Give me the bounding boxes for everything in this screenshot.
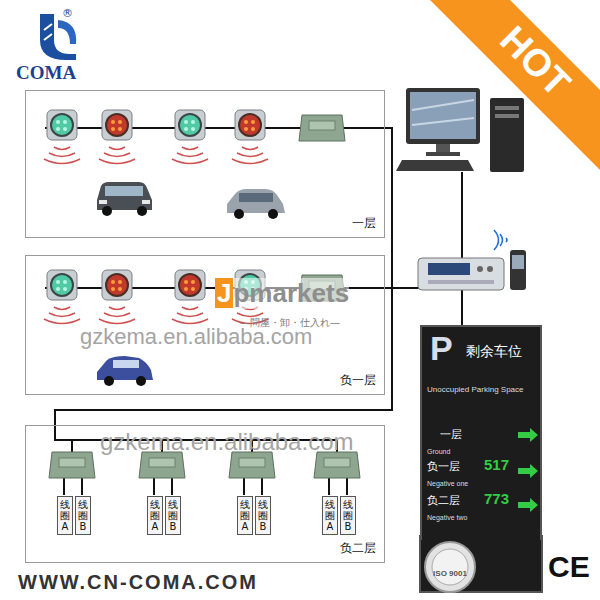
iso-seal (425, 542, 475, 592)
text-slot: gzkema.en.alibaba.com (100, 428, 353, 456)
floor-panel: 一层 (25, 90, 385, 238)
computer (396, 88, 524, 172)
registered-mark: ® (62, 7, 73, 20)
control-modules (49, 115, 360, 478)
text-slot: 517 (484, 455, 509, 474)
coil-box: 线圈B (165, 496, 181, 535)
text-slot: 773 (484, 489, 509, 508)
coil-label: 线圈B (78, 499, 88, 532)
sign-text: Negative two (427, 514, 467, 521)
hot-badge: HOT (491, 18, 578, 105)
coil-label: 线圈A (60, 499, 70, 532)
sign-text: 剩余车位 (466, 343, 522, 361)
sign-text: Unoccupied Parking Space (427, 385, 524, 394)
text-slot: 一层 (440, 423, 462, 442)
text-slot: 负二层 (340, 537, 376, 557)
text-slot: COMA (16, 62, 76, 84)
sign-text: P (430, 329, 453, 368)
sports-car (97, 356, 153, 386)
floor-label: 负二层 (340, 540, 376, 557)
panel-wires (45, 128, 462, 495)
sign-text: 517 (484, 456, 509, 473)
bus-wire (385, 288, 462, 325)
coil-box: 线圈A (147, 496, 163, 535)
mobile-phone (494, 230, 526, 290)
ce-mark: CE (548, 550, 590, 584)
text-slot: Jpmarkets (215, 278, 349, 309)
text-slot: Negative two (427, 505, 467, 524)
website: WWW.CN-COMA.COM (18, 571, 258, 594)
text-slot: WWW.CN-COMA.COM (18, 571, 258, 594)
sign-text: Negative one (427, 480, 468, 487)
sign-text: 一层 (440, 427, 462, 442)
sign-text: Ground (427, 448, 450, 455)
text-slot: Unoccupied Parking Space (427, 377, 524, 396)
text-slot: 剩余车位 (466, 341, 522, 361)
bus-wire (385, 128, 462, 325)
watermark: gzkema.en.alibaba.com (100, 428, 353, 456)
text-slot: gzkema.en.alibaba.com (80, 324, 312, 350)
sedan-car (227, 189, 285, 219)
watermark: Jpmarkets (215, 278, 349, 309)
sign-text: 负二层 (427, 493, 460, 508)
watermark: gzkema.en.alibaba.com (80, 324, 312, 350)
text-slot: ISO 9001 (426, 561, 474, 580)
green-arrow (518, 428, 538, 442)
sign-text: 773 (484, 490, 509, 507)
text-slot: 负一层 (340, 369, 376, 389)
coil-box: 线圈A (237, 496, 253, 535)
coil-box: 线圈B (255, 496, 271, 535)
text-slot: P (430, 329, 453, 368)
coil-label: 线圈B (258, 499, 268, 532)
coil-label: 线圈A (325, 499, 335, 532)
suv-car (97, 182, 152, 216)
coil-label: 线圈A (150, 499, 160, 532)
coil-box: 线圈B (75, 496, 91, 535)
text-slot: 负一层 (427, 455, 460, 474)
floor-label: 一层 (352, 215, 376, 232)
text-slot: Negative one (427, 471, 468, 490)
iso-mark: ISO 9001 (433, 569, 467, 578)
text-slot: CE (548, 550, 590, 584)
text-slot: Ground (427, 439, 450, 458)
sign-base (420, 536, 542, 592)
floor-label: 负一层 (340, 372, 376, 389)
coil-label: 线圈A (240, 499, 250, 532)
green-arrow (518, 498, 538, 512)
text-slot: 负二层 (427, 489, 460, 508)
brand-name: COMA (16, 62, 76, 84)
coil-box: 线圈B (340, 496, 356, 535)
coil-label: 线圈B (168, 499, 178, 532)
central-controller (418, 258, 504, 290)
logo (40, 14, 76, 60)
coil-label: 线圈B (343, 499, 353, 532)
text-slot: ® (62, 2, 73, 21)
text-slot: 一层 (352, 212, 376, 232)
coil-box: 线圈A (322, 496, 338, 535)
green-arrow (518, 464, 538, 478)
coil-box: 线圈A (57, 496, 73, 535)
sign-text: 负一层 (427, 459, 460, 474)
vacancy-sign: P 剩余车位 Unoccupied Parking Space 一层 Ground 负一层… (420, 325, 542, 540)
